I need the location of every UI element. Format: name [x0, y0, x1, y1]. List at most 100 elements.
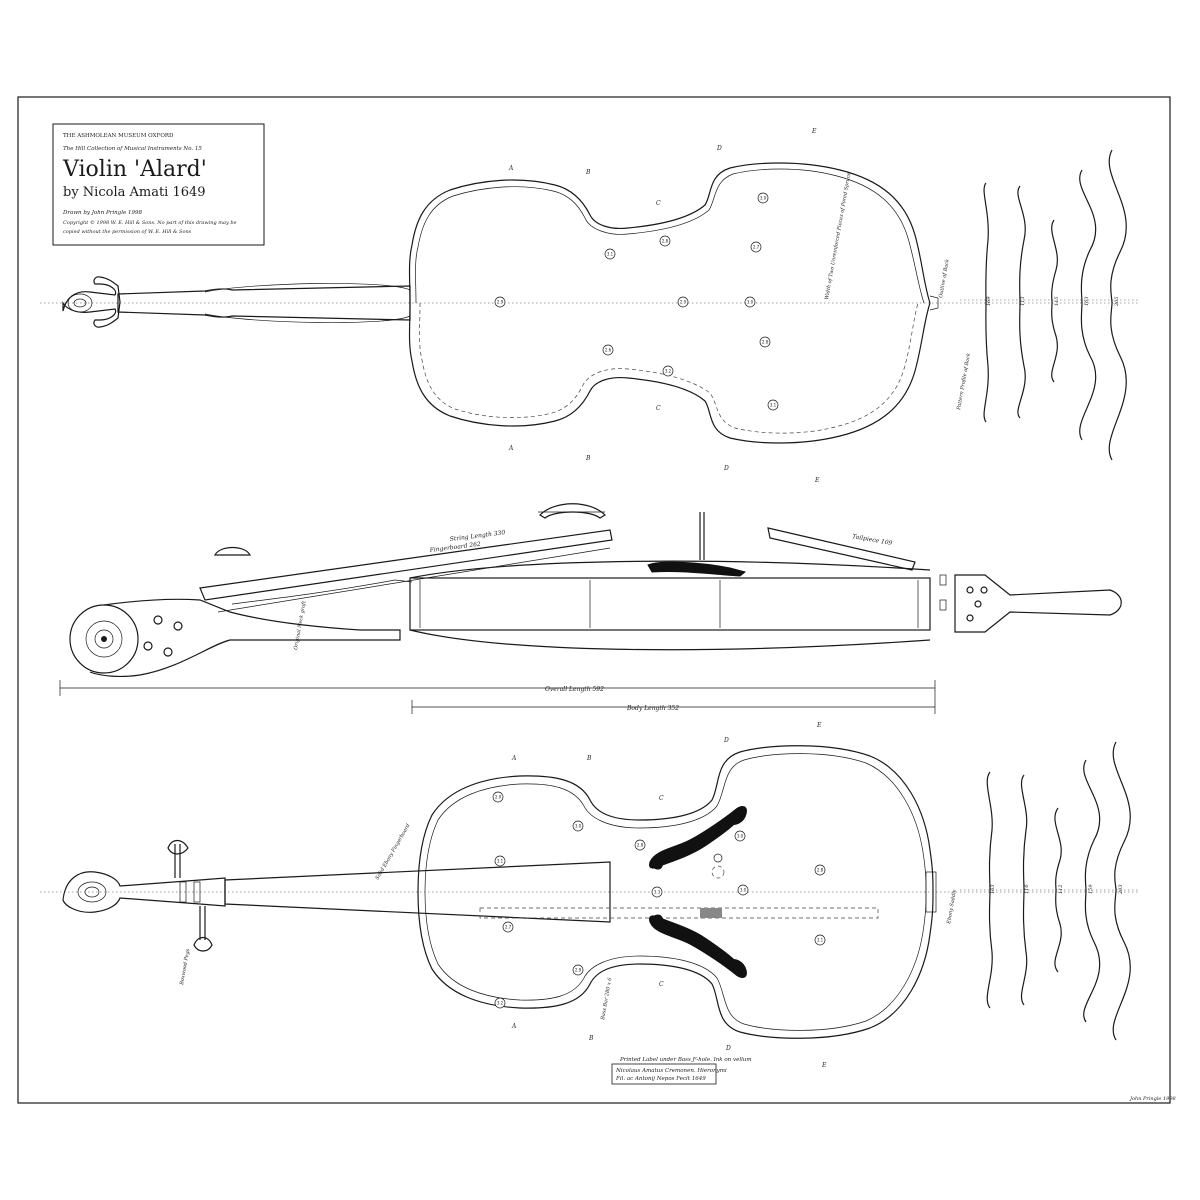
- top-section-measure-4: 205: [1114, 296, 1120, 307]
- bottom-marker-3-value: 2.8: [637, 842, 644, 847]
- title-block: THE ASHMOLEAN MUSEUM OXFORD The Hill Col…: [52, 123, 265, 246]
- instrument-title: Violin 'Alard': [62, 157, 207, 182]
- tailpiece-label: Tailpiece 109: [852, 533, 893, 547]
- svg-text:E: E: [814, 477, 820, 484]
- bass-f-hole: [649, 806, 747, 869]
- bottom-marker-0-circle: [492, 791, 504, 803]
- top-section-measure-0: 169: [986, 296, 992, 306]
- svg-text:B: B: [586, 755, 592, 762]
- bottom-marker-2-value: 3.1: [497, 858, 504, 863]
- svg-text:D: D: [723, 465, 729, 472]
- treble-f-hole: [649, 915, 747, 978]
- bottom-marker-7-circle: [572, 964, 584, 976]
- svg-text:D: D: [725, 1045, 731, 1052]
- top-marker-10-value: 2.9: [497, 299, 504, 304]
- ebony-saddle-label: Ebony Saddle: [946, 889, 958, 925]
- top-marker-1-value: 2.8: [662, 238, 669, 243]
- boxwood-pegs-label: Boxwood Pegs: [179, 948, 191, 986]
- top-marker-4-circle: [677, 296, 689, 308]
- bridge-profile: [539, 503, 606, 519]
- svg-text:E: E: [811, 128, 817, 135]
- front-scroll-pegbox: [62, 839, 226, 952]
- bottom-marker-0-value: 2.9: [495, 794, 502, 799]
- top-marker-2-value: 3.1: [607, 251, 614, 256]
- copyright-line-2: copied without the permission of W. E. H…: [63, 229, 192, 235]
- top-marker-7-value: 2.8: [762, 339, 769, 344]
- body-length-label: Body Length 352: [626, 705, 679, 712]
- bottom-section-measure-3: 159: [1088, 884, 1094, 894]
- bottom-marker-9-circle: [734, 830, 746, 842]
- side-scroll: [69, 598, 401, 678]
- museum-name: THE ASHMOLEAN MUSEUM OXFORD: [63, 133, 174, 139]
- svg-text:C: C: [656, 200, 661, 207]
- front-body-outline: [417, 745, 934, 1039]
- title-block-frame: [52, 123, 265, 246]
- top-marker-10-circle: [494, 296, 506, 308]
- bottom-marker-4-value: 3.3: [654, 889, 661, 894]
- bottom-marker-9-value: 3.0: [737, 833, 744, 838]
- label-box: [611, 1063, 717, 1085]
- svg-text:D: D: [723, 737, 729, 744]
- maker-line: by Nicola Amati 1649: [63, 185, 206, 200]
- bottom-marker-10-circle: [814, 864, 826, 876]
- label-line-1: Nicolaus Amatus Cremonen. Hieronymi: [615, 1068, 727, 1074]
- svg-text:A: A: [511, 1023, 517, 1030]
- tailpiece-top: [954, 574, 1122, 633]
- svg-text:A: A: [511, 755, 517, 762]
- bottom-section-measure-4: 203: [1118, 884, 1124, 895]
- svg-text:E: E: [816, 722, 822, 729]
- bottom-section-measure-2: 112: [1058, 884, 1064, 894]
- bottom-marker-8-value: 3.2: [497, 1000, 504, 1005]
- top-section-measure-1: 113: [1020, 296, 1026, 306]
- svg-text:Width of Two Unreinforced Piec: Width of Two Unreinforced Pieces of Pore…: [824, 172, 852, 300]
- top-section-measure-3: 163: [1084, 296, 1090, 306]
- bottom-marker-7-value: 2.9: [575, 967, 582, 972]
- svg-text:A: A: [508, 445, 514, 452]
- svg-text:C: C: [659, 981, 664, 988]
- side-ribs: [409, 577, 931, 631]
- svg-text:A: A: [508, 165, 514, 172]
- svg-text:B: B: [585, 455, 591, 462]
- bottom-marker-5-value: 3.0: [740, 887, 747, 892]
- top-scroll: [62, 276, 121, 328]
- top-marker-6-value: 2.6: [605, 347, 612, 352]
- svg-text:Outline of Back: Outline of Back: [938, 259, 951, 299]
- label-heading: Printed Label under Bass Ƒ-hole. Ink on …: [619, 1057, 752, 1063]
- top-marker-1-circle: [659, 235, 671, 247]
- top-marker-4-value: 2.9: [680, 299, 687, 304]
- bottom-marker-8-circle: [494, 997, 506, 1009]
- top-marker-9-circle: [767, 399, 779, 411]
- side-tailpiece: [767, 527, 916, 571]
- top-marker-0-circle: [757, 192, 769, 204]
- bottom-marker-4-circle: [651, 886, 663, 898]
- top-marker-6-circle: [602, 344, 614, 356]
- bottom-marker-11-circle: [814, 934, 826, 946]
- top-body-outline: [408, 162, 931, 304]
- top-marker-2-circle: [604, 248, 616, 260]
- top-marker-3-value: 2.7: [753, 244, 760, 249]
- svg-text:D: D: [716, 145, 722, 152]
- svg-text:C: C: [656, 405, 661, 412]
- label-line-2: Fil. ac Antonij Nepos Fecit 1649: [615, 1076, 706, 1082]
- bottom-marker-11-value: 3.1: [817, 937, 824, 942]
- bottom-marker-3-circle: [634, 839, 646, 851]
- drawing-border: [17, 96, 1171, 1104]
- side-view: Overall Length 592 Body Length 352 Strin…: [59, 503, 1122, 714]
- bottom-view: A B C D E A B C D E Bass Bar 280 x 6 Sol…: [40, 722, 1176, 1102]
- bottom-marker-6-value: 2.7: [505, 924, 512, 929]
- bottom-marker-2-circle: [494, 855, 506, 867]
- top-marker-5-value: 3.0: [747, 299, 754, 304]
- svg-text:E: E: [821, 1062, 827, 1069]
- bottom-marker-5-circle: [737, 884, 749, 896]
- top-marker-8-circle: [662, 365, 674, 377]
- top-marker-8-value: 3.2: [665, 368, 672, 373]
- svg-text:Pattern Profile of Back: Pattern Profile of Back: [956, 353, 972, 412]
- bottom-marker-1-circle: [572, 820, 584, 832]
- side-fingerboard: [199, 529, 613, 601]
- top-marker-3-circle: [750, 241, 762, 253]
- bottom-marker-1-value: 3.0: [575, 823, 582, 828]
